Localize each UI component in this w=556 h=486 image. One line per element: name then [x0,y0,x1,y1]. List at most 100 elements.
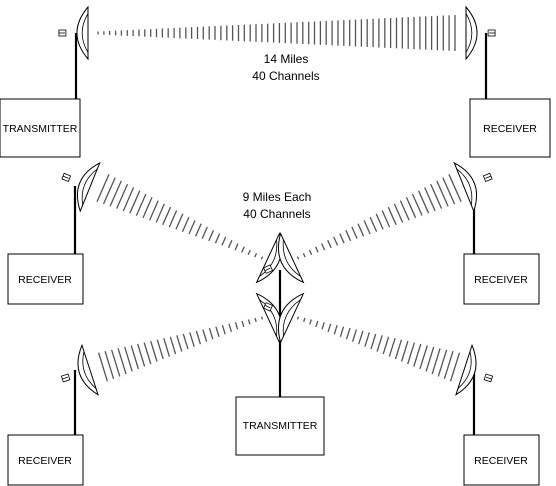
hub-lower-right-beam-hatch [431,348,441,375]
hub-upper-left-beam-hatch [168,210,178,228]
hub-lower-left-beam-hatch [97,352,109,382]
hub-lower-left-beam-hatch [130,345,140,370]
top-receiver: RECEIVER [469,98,551,158]
hub-upper-right-beam-hatch [327,239,332,249]
top-right-dish [465,5,496,61]
hub-lower-left-beam-hatch [254,317,257,323]
hub-upper-right-beam-hatch [357,223,365,237]
hub-upper-left-beam-hatch [195,223,202,237]
hub-lower-left-beam-hatch [176,335,183,352]
receiver-left-bottom-box [7,434,84,486]
hub-lower-left-beam-hatch [169,336,177,355]
hub-upper-left-beam-hatch [149,200,159,221]
hub-lower-right-beam-hatch [358,330,364,345]
receiver-right-middle: RECEIVER [463,253,540,305]
hub-lower-right-beam-hatch [315,320,319,328]
hub-upper-right-beam-hatch [418,190,430,214]
hub-lower-left-beam-hatch [104,351,115,380]
hub-lower-left-beam-hatch [117,348,127,375]
hub-upper-left-beam [96,174,264,260]
hub-upper-right-beam-hatch [442,177,456,205]
dish-antennas [58,5,496,396]
top-link-distance: 14 Miles [264,52,309,66]
hub-lower-right-beam-hatch [364,332,370,347]
hub-dish-lower-left-rim [259,299,278,337]
hub-dish-upper-right-rim [282,239,301,277]
hub-lower-right-beam-hatch [309,319,312,325]
hub-link-channels: 40 Channels [243,207,310,221]
hub-upper-right-beam-hatch [430,183,443,209]
mid-left-dish-rim [81,168,98,206]
hub-upper-left-beam-hatch [201,226,208,239]
hub-upper-left-beam-hatch [188,220,196,235]
hub-lower-right-beam-hatch [400,340,409,362]
hub-dish-upper-left-rim [259,239,278,277]
hub-lower-right-beam-hatch [437,349,448,377]
hub-dish-upper-right-feed-line [264,267,271,271]
hub-upper-left-beam-hatch [135,193,147,216]
hub-upper-right-beam-hatch [393,203,404,223]
mid-left-dish [61,161,101,213]
bottom-right-dish-feed-line [485,376,492,380]
hub-upper-right-beam-hatch [308,249,313,256]
top-transmitter-label: TRANSMITTER [3,123,78,135]
mid-right-dish [453,161,493,213]
hub-lower-right-beam-hatch [345,327,351,340]
hub-lower-right-beam-hatch [443,351,454,379]
hub-upper-left-beam-hatch [142,197,153,219]
hub-lower-left-beam-hatch [124,346,133,372]
hub-lower-left-beam-hatch [228,323,233,332]
hub-upper-right-beam-hatch [387,206,397,226]
bottom-right-dish-rim [457,351,472,389]
hub-lower-right-beam-hatch [407,342,416,365]
hub-upper-left-beam-hatch [241,246,245,253]
hub-upper-right-beam-hatch [399,200,410,221]
hub-upper-left-beam-hatch [162,206,172,226]
hub-upper-left-beam-hatch [234,243,239,251]
hub-lower-left-beam-hatch [260,316,264,320]
hub-dish-lower-right-rim [282,299,301,337]
bottom-left-dish-feed-line [62,376,69,380]
receiver-right-bottom-label: RECEIVER [474,455,528,467]
receiver-left-middle: RECEIVER [7,253,84,305]
receiver-right-bottom: RECEIVER [463,434,540,486]
top-left-dish-rim [81,13,89,53]
bottom-transmitter-box [235,396,325,456]
hub-upper-right-beam-hatch [369,216,378,232]
hub-lower-left-beam-hatch [202,329,208,342]
hub-lower-left-beam-hatch [182,333,189,350]
hub-upper-right-beam-hatch [321,243,326,251]
hub-upper-right-beam-hatch [381,210,391,228]
hub-lower-right-beam-hatch [382,336,390,355]
bottom-left-dish [60,343,99,396]
hub-upper-right-beam-hatch [424,187,436,212]
hub-upper-right-beam-hatch [333,236,339,246]
hub-lower-left-beam-hatch [208,327,214,340]
hub-lower-left-beam-hatch [110,349,121,377]
hub-link-distance: 9 Miles Each [243,190,312,204]
receiver-left-bottom: RECEIVER [7,434,84,486]
receiver-left-bottom-label: RECEIVER [18,455,72,467]
hub-upper-left-beam-hatch [175,213,184,230]
mid-right-dish-bowl [453,161,478,213]
hub-upper-left-beam-hatch [227,239,233,249]
hub-upper-right-beam-hatch [339,233,345,244]
receiver-right-bottom-box [463,434,540,486]
hub-lower-right-beam [296,316,461,382]
hub-upper-left-beam-hatch [102,177,116,205]
hub-upper-left-beam-hatch [181,216,190,232]
hub-lower-right-beam-hatch [388,338,396,357]
hub-dish-lower-right-bowl [277,292,305,344]
top-receiver-label: RECEIVER [483,123,537,135]
hub-upper-right-beam-hatch [411,193,423,216]
bottom-right-dish [455,343,494,396]
hub-lower-right-beam-hatch [327,323,332,333]
bottom-transmitter: TRANSMITTER [235,396,325,456]
hub-upper-left-beam-hatch [155,203,165,223]
hub-lower-right-beam-hatch [370,333,377,350]
hub-lower-right-beam-hatch [449,352,461,382]
hub-lower-right-beam-hatch [394,339,403,360]
receiver-left-middle-box [7,253,84,305]
top-left-dish [58,5,89,61]
